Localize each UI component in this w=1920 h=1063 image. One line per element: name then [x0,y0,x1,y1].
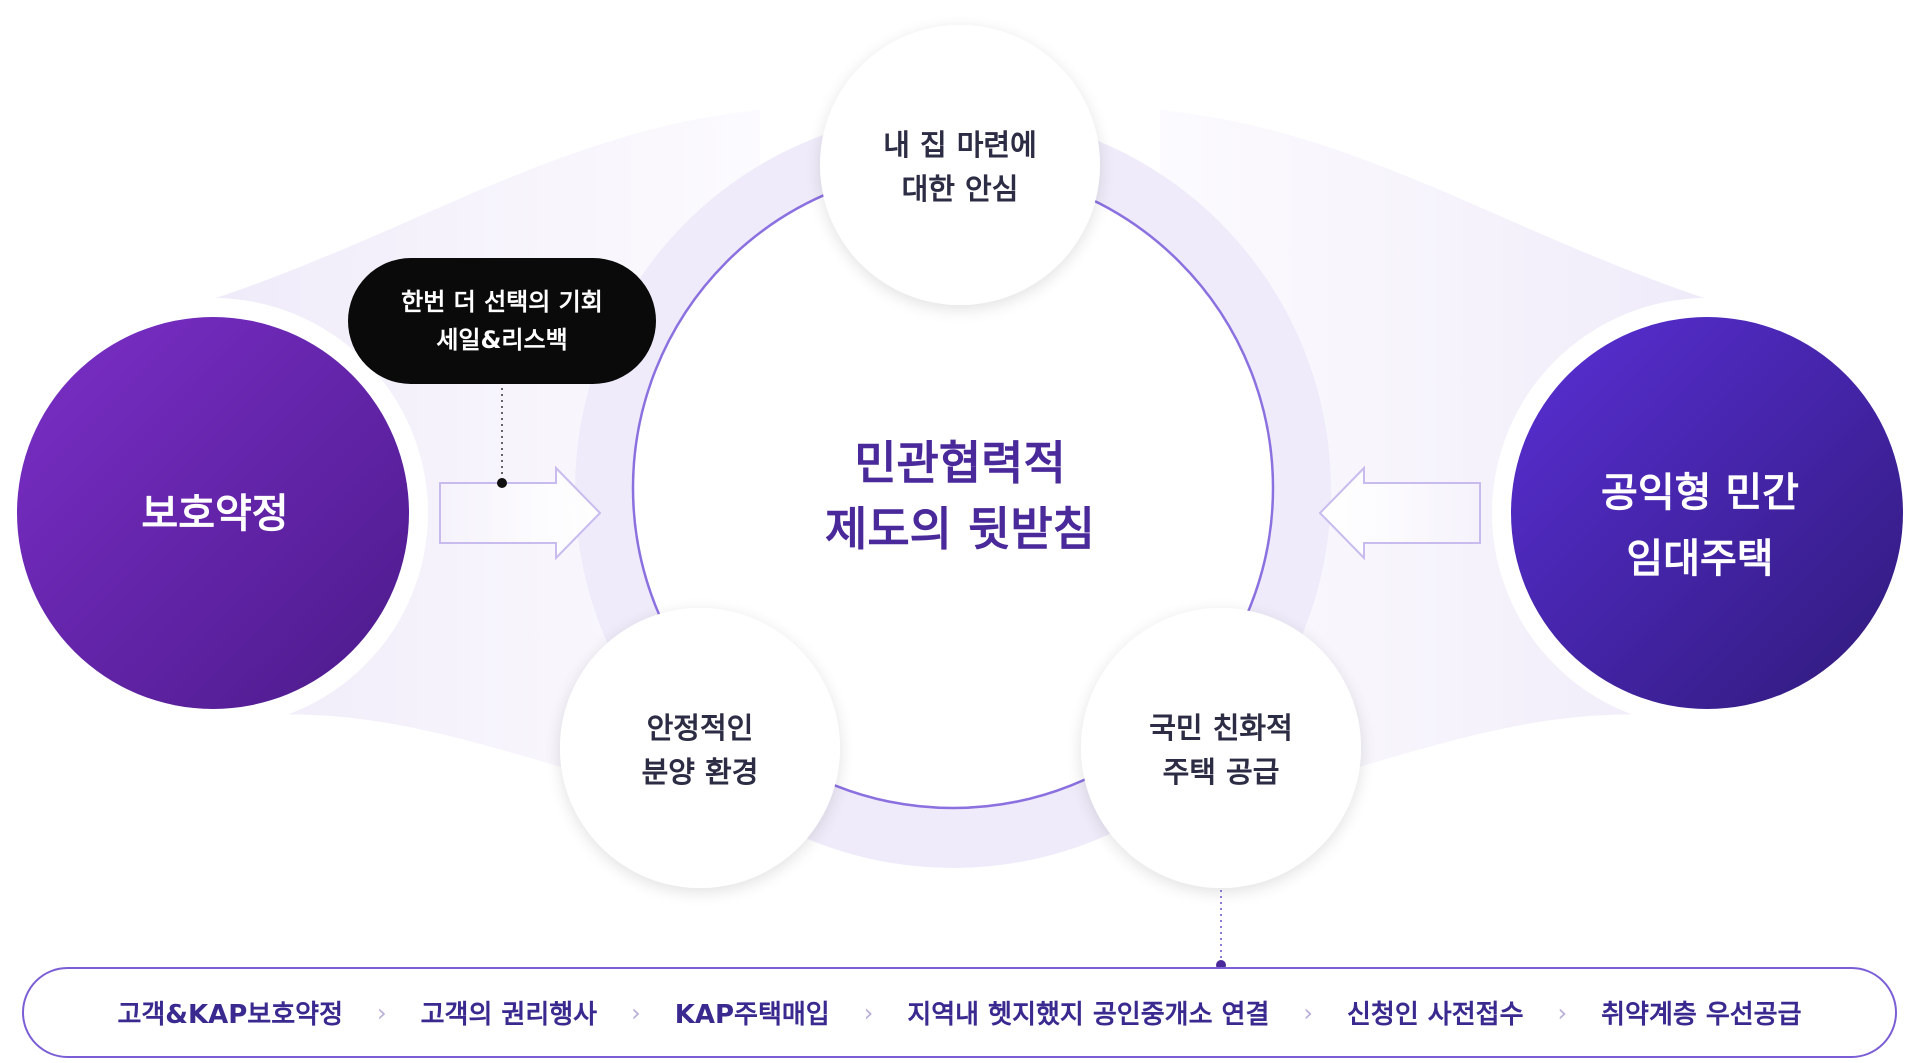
left-circle [17,317,409,709]
satellite-top-line2: 대한 안심 [901,172,1019,206]
process-bar: 고객&KAP보호약정 › 고객의 권리행사 › KAP주택매입 › 지역내 헷지… [22,967,1897,1058]
chevron-right-icon: › [631,998,641,1027]
callout-line2: 세일&리스백 [436,326,568,354]
process-step-3: KAP주택매입 [674,1000,830,1030]
right-circle-line1: 공익형 민간 [1601,470,1799,516]
satellite-bottom-left-line1: 안정적인 [646,711,754,745]
satellite-top-line1: 내 집 마련에 [883,128,1037,162]
callout-bubble: 한번 더 선택의 기회 세일&리스백 [348,258,656,384]
satellite-bottom-right [1081,608,1361,888]
right-arrow [1318,465,1481,561]
chevron-right-icon: › [377,998,387,1027]
center-title: 민관협력적 제도의 뒷받침 [735,430,1185,562]
chevron-right-icon: › [863,998,874,1027]
satellite-bottom-right-line2: 주택 공급 [1162,755,1280,789]
process-step-2: 고객의 권리행사 [420,1000,598,1030]
process-step-1: 고객&KAP보호약정 [117,1000,343,1030]
satellite-bottom-left [560,608,840,888]
chevron-right-icon: › [1303,998,1313,1027]
process-step-4: 지역내 헷지했지 공인중개소 연결 [907,1000,1270,1030]
center-title-line1: 민관협력적 [854,436,1066,490]
center-title-line2: 제도의 뒷받침 [825,502,1095,556]
process-step-5: 신청인 사전접수 [1347,1000,1524,1030]
right-circle [1511,317,1903,709]
callout-line1: 한번 더 선택의 기회 [401,288,603,316]
right-circle-line2: 임대주택 [1626,536,1774,582]
callout-connector-dot [497,478,507,488]
left-arrow [439,465,602,561]
chevron-right-icon: › [1557,998,1568,1027]
left-circle-label: 보호약정 [141,491,289,537]
process-step-6: 취약계층 우선공급 [1601,1000,1802,1030]
satellite-bottom-left-line2: 분양 환경 [641,755,759,789]
satellite-bottom-right-label: 국민 친화적 주택 공급 [1091,706,1351,794]
right-circle-label: 공익형 민간 임대주택 [1510,460,1890,592]
satellite-top-label: 내 집 마련에 대한 안심 [830,123,1090,211]
satellite-bottom-left-label: 안정적인 분양 환경 [570,706,830,794]
satellite-bottom-right-line1: 국민 친화적 [1149,711,1293,745]
satellite-top [820,25,1100,305]
